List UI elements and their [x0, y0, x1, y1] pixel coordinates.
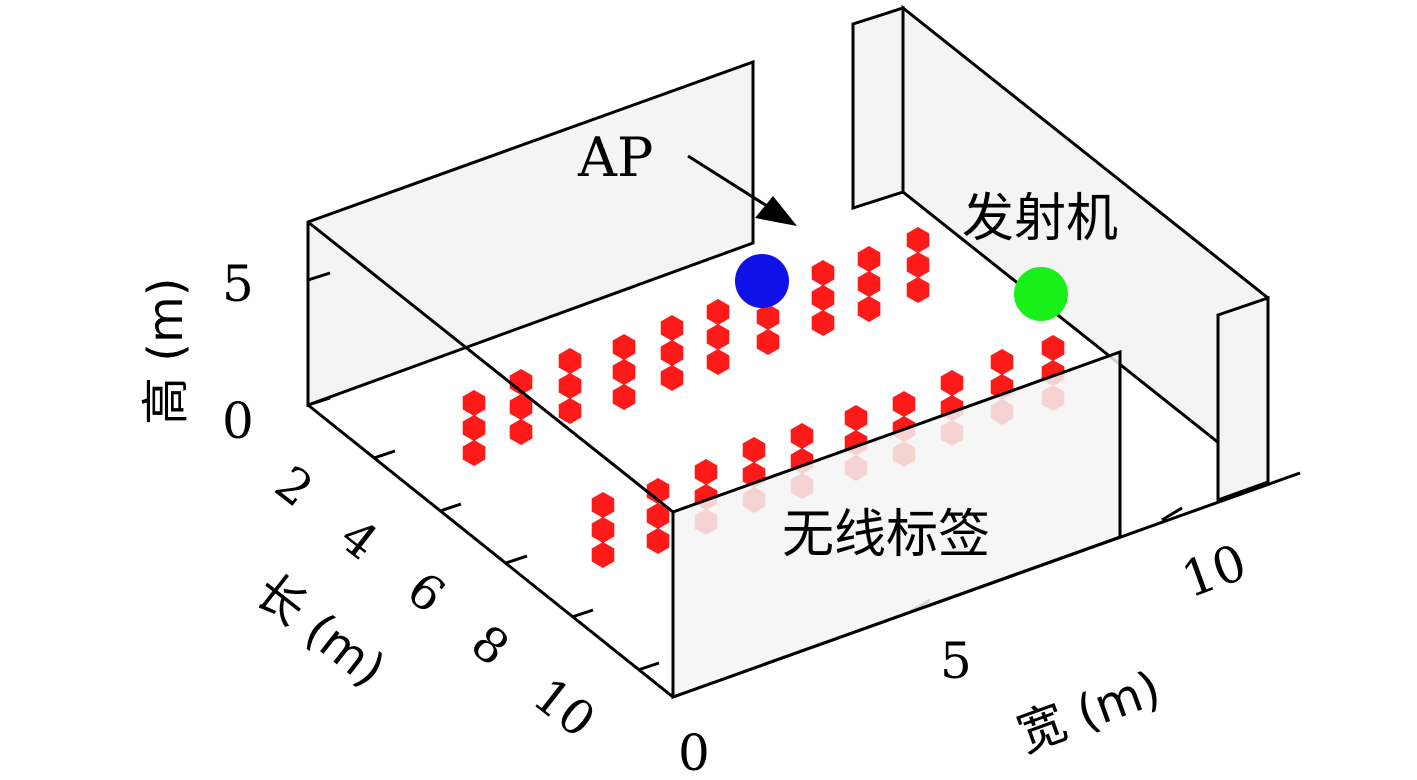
tag-marker-icon — [646, 503, 670, 529]
tag-marker-icon — [612, 359, 636, 385]
length-tick-label-2: 2 — [265, 455, 324, 518]
tag-marker-icon — [462, 440, 486, 466]
length-tick-label-8: 8 — [461, 614, 520, 677]
tag-marker-icon — [660, 315, 684, 341]
tag-marker-icon — [892, 391, 916, 417]
tags-label: 无线标签 — [782, 505, 990, 565]
tag-marker-icon — [790, 423, 814, 449]
height-tick-label-0: 0 — [222, 392, 254, 450]
tag-marker-icon — [857, 246, 881, 272]
tag-marker-icon — [509, 394, 533, 420]
tag-marker-icon — [558, 373, 582, 399]
tag-marker-icon — [990, 349, 1014, 375]
width-tick-label-0: 0 — [678, 724, 710, 780]
ap-label: AP — [577, 126, 653, 189]
tag-marker-icon — [646, 528, 670, 554]
tag-marker-icon — [811, 285, 835, 311]
length-tick-label-10: 10 — [523, 667, 606, 749]
tag-marker-icon — [756, 329, 780, 355]
tag-marker-icon — [558, 398, 582, 424]
tag-marker-icon — [660, 340, 684, 366]
transmitter-marker-icon — [1014, 267, 1068, 321]
tag-marker-icon — [706, 299, 730, 325]
tag-marker-icon — [906, 277, 930, 303]
width-tick-label-10: 10 — [1174, 533, 1254, 609]
tag-marker-icon — [811, 310, 835, 336]
tag-marker-icon — [742, 437, 766, 463]
tag-marker-icon — [509, 419, 533, 445]
length-ticks — [373, 449, 660, 672]
tag-marker-icon — [1041, 335, 1065, 361]
front-wall — [671, 349, 1122, 700]
left-wall-edge — [307, 220, 674, 514]
tag-marker-icon — [612, 334, 636, 360]
height-tick-0 — [307, 396, 331, 407]
length-tick-label-4: 4 — [330, 508, 389, 571]
transmitter-label: 发射机 — [962, 189, 1118, 249]
tag-marker-icon — [612, 384, 636, 410]
tag-marker-icon — [591, 517, 615, 543]
tag-marker-icon — [591, 492, 615, 518]
tag-marker-icon — [660, 365, 684, 391]
tag-marker-icon — [906, 252, 930, 278]
tag-marker-icon — [706, 349, 730, 375]
tag-marker-icon — [706, 324, 730, 350]
tag-marker-icon — [940, 370, 964, 396]
height-tick-label-5: 5 — [222, 255, 254, 313]
width-tick-label-5: 5 — [940, 632, 972, 690]
tag-marker-icon — [591, 542, 615, 568]
tag-marker-icon — [844, 405, 868, 431]
back-left-wall — [306, 59, 755, 408]
tag-marker-icon — [558, 348, 582, 374]
ap-marker-icon — [735, 254, 789, 308]
right-back-wall-left — [851, 5, 905, 211]
length-axis-line — [307, 403, 674, 699]
tag-marker-icon — [462, 415, 486, 441]
tag-marker-icon — [857, 296, 881, 322]
tag-marker-icon — [906, 227, 930, 253]
width-axis-label: 宽 (m) — [1010, 660, 1168, 763]
tag-marker-icon — [811, 260, 835, 286]
tag-marker-icon — [694, 459, 718, 485]
length-axis-label: 长 (m) — [245, 563, 396, 698]
ap-arrow-head — [755, 196, 797, 226]
tag-marker-icon — [756, 304, 780, 330]
right-front-wall — [1216, 295, 1270, 503]
tag-marker-icon — [857, 271, 881, 297]
height-tick-5 — [307, 271, 331, 282]
length-tick-label-6: 6 — [397, 561, 456, 624]
ap-arrow-line — [687, 154, 776, 213]
height-axis-label: 高 (m) — [138, 278, 194, 425]
tag-marker-icon — [462, 390, 486, 416]
